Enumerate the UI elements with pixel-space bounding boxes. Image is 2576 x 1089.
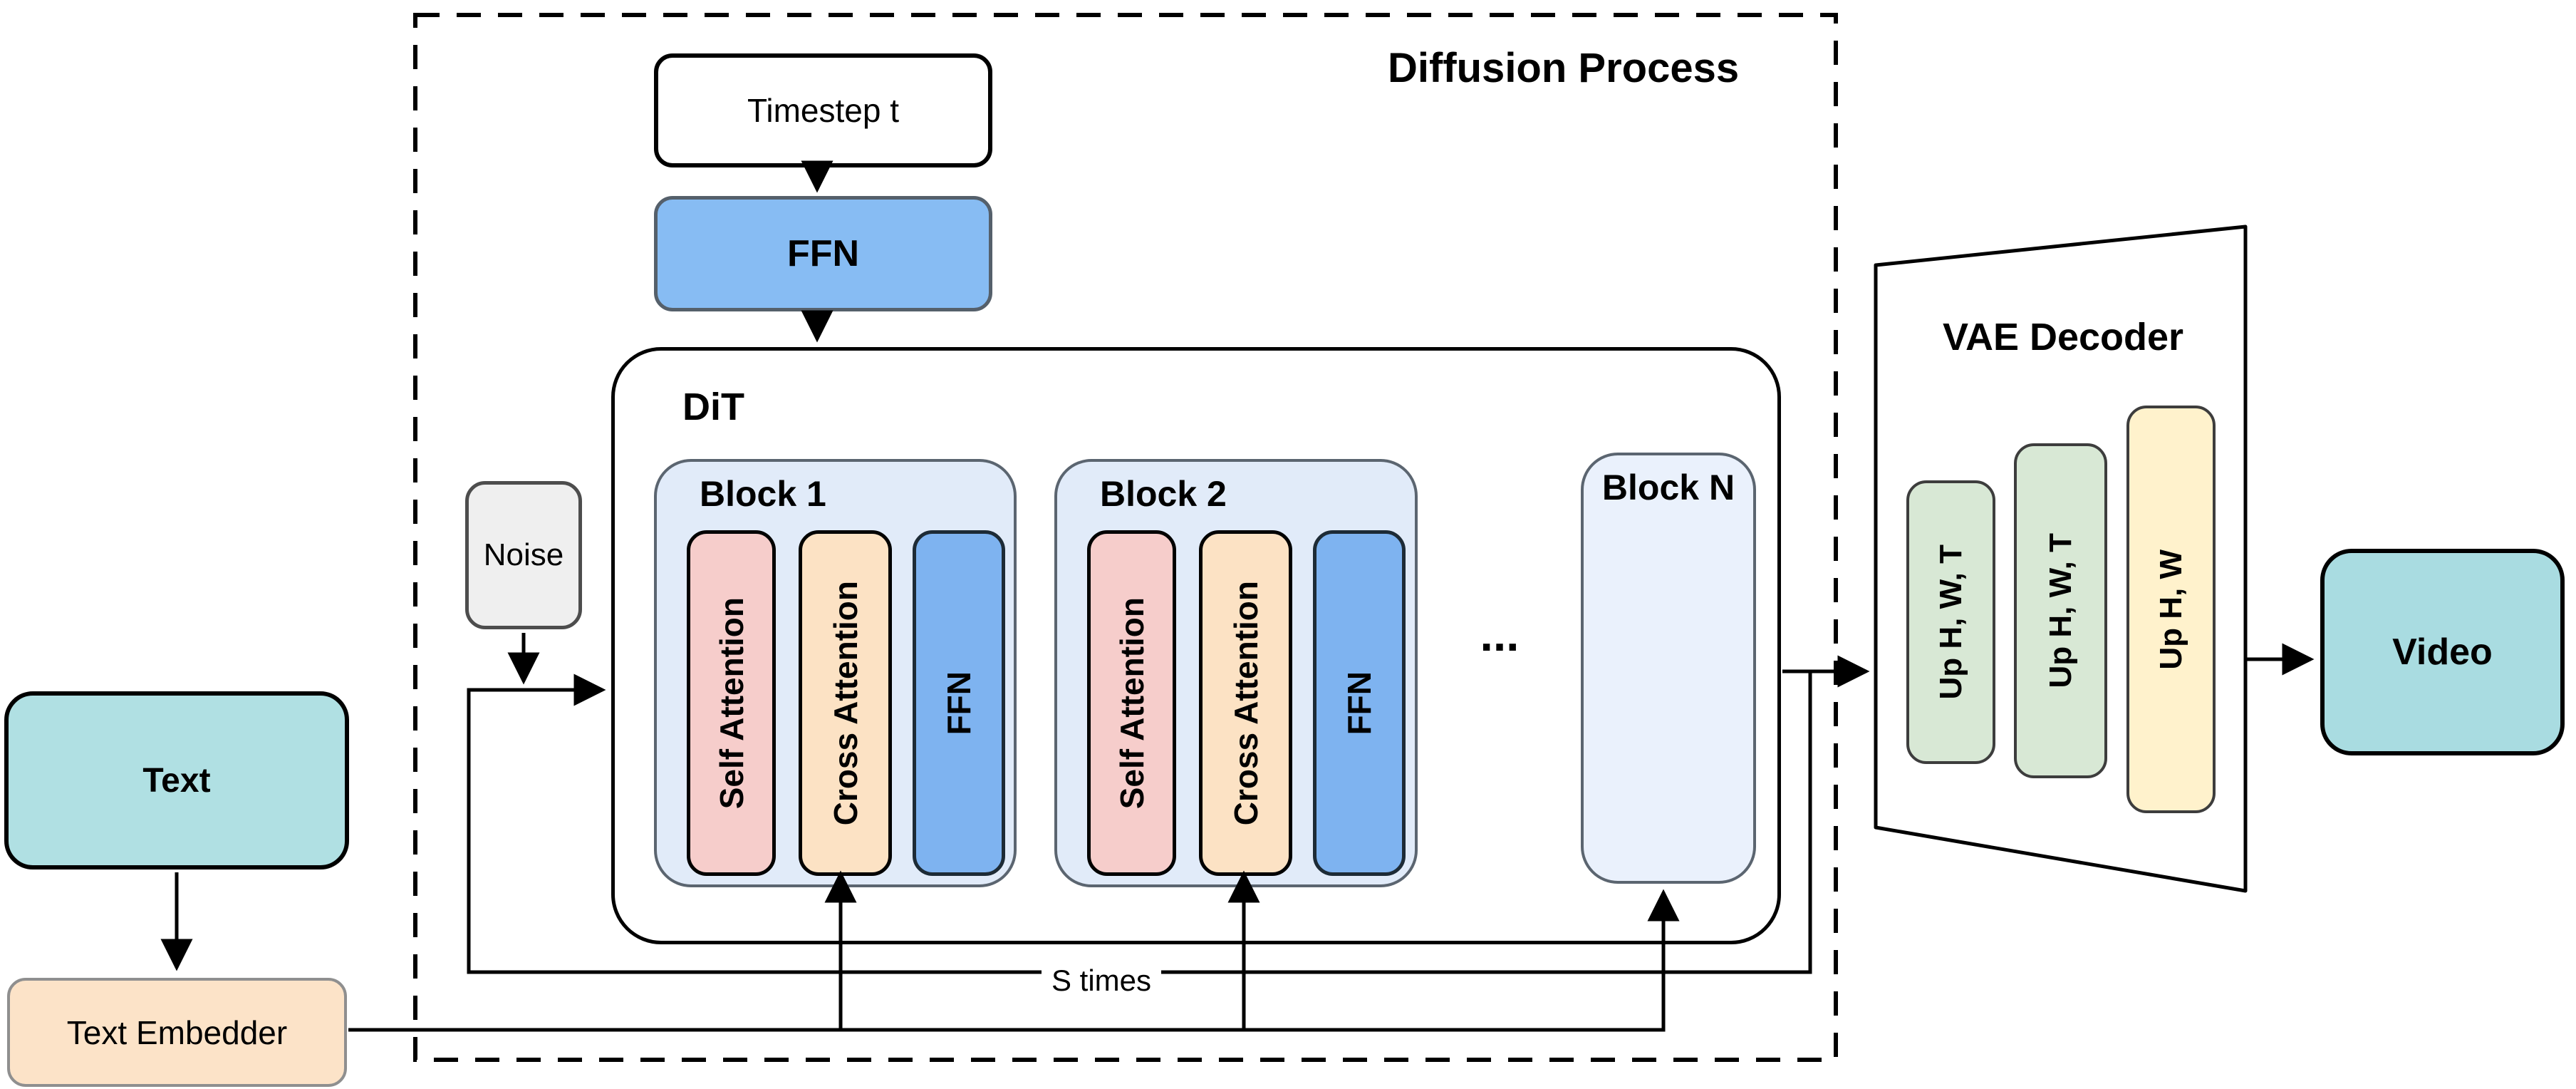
block-2-self-attention-box: Self Attention (1087, 530, 1176, 876)
block-1-title: Block 1 (700, 474, 826, 514)
block-2-cross-attention-label: Cross Attention (1227, 580, 1264, 826)
block-1-self-attention-label: Self Attention (712, 597, 750, 810)
text-embedder-box: Text Embedder (7, 978, 347, 1087)
timestep-label: Timestep t (747, 92, 900, 129)
video-output-label: Video (2392, 631, 2493, 673)
noise-label: Noise (483, 537, 564, 572)
block-2-ffn-box: FFN (1313, 530, 1406, 876)
vae-upsample-stage-1: Up H, W, T (1906, 480, 1995, 764)
vae-upsample-stage-3-label: Up H, W (2153, 549, 2188, 670)
vae-upsample-stage-1-label: Up H, W, T (1933, 544, 1968, 700)
block-n-title: Block N (1601, 468, 1735, 507)
dit-block-n: Block N (1581, 453, 1756, 884)
text-input-label: Text (142, 761, 211, 800)
block-2-cross-attention-box: Cross Attention (1199, 530, 1292, 876)
timestep-ffn-box: FFN (654, 196, 992, 311)
timestep-ffn-label: FFN (786, 233, 860, 274)
block-1-ffn-box: FFN (913, 530, 1005, 876)
dit-block-2: Block 2 Self Attention Cross Attention F… (1054, 459, 1418, 887)
vae-decoder-title: VAE Decoder (1942, 316, 2184, 358)
block-1-ffn-label: FFN (940, 671, 977, 736)
vae-upsample-stage-2: Up H, W, T (2014, 443, 2107, 778)
vae-upsample-stage-2-label: Up H, W, T (2042, 533, 2078, 688)
block-2-ffn-label: FFN (1341, 671, 1378, 736)
block-1-self-attention-box: Self Attention (687, 530, 776, 876)
diffusion-process-title: Diffusion Process (1388, 45, 1740, 91)
text-input-box: Text (4, 691, 349, 869)
block-2-self-attention-label: Self Attention (1113, 597, 1151, 810)
video-output-box: Video (2320, 549, 2565, 755)
dit-block-1: Block 1 Self Attention Cross Attention F… (654, 459, 1017, 887)
block-2-title: Block 2 (1100, 474, 1227, 514)
block-1-cross-attention-box: Cross Attention (799, 530, 892, 876)
blocks-ellipsis: ... (1480, 608, 1520, 661)
block-1-cross-attention-label: Cross Attention (826, 580, 864, 826)
timestep-box: Timestep t (654, 53, 992, 167)
vae-upsample-stage-3: Up H, W (2126, 406, 2216, 813)
dit-label: DiT (682, 386, 744, 428)
text-embedder-label: Text Embedder (66, 1013, 288, 1051)
s-times-label: S times (1041, 962, 1162, 999)
noise-box: Noise (465, 481, 582, 629)
